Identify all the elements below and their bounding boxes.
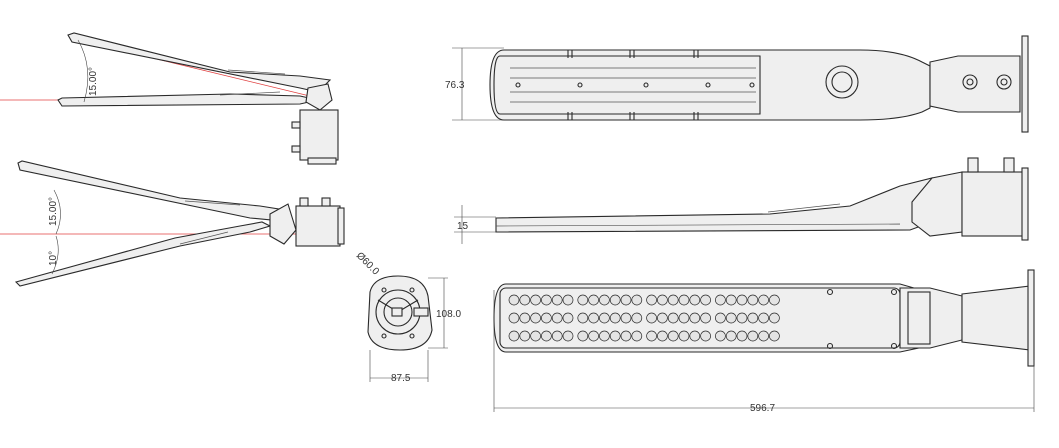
led-lens	[769, 330, 780, 342]
led-lens	[715, 294, 726, 306]
led-lens	[599, 312, 610, 324]
led-lens	[646, 294, 657, 306]
led-lens	[646, 312, 657, 324]
led-lens	[736, 312, 748, 324]
led-lens	[577, 294, 589, 306]
bottom-view: 596.7	[493, 269, 1035, 414]
led-lens	[562, 330, 574, 342]
led-lens	[700, 312, 711, 324]
led-lens	[588, 294, 599, 306]
led-lens	[519, 312, 531, 324]
led-lens	[769, 312, 780, 324]
led-lens	[678, 294, 690, 306]
total-length-label: 596.7	[750, 403, 775, 414]
led-lens	[541, 294, 552, 306]
led-lens	[620, 294, 632, 306]
led-lens	[577, 330, 589, 342]
led-lens	[657, 330, 668, 342]
angle-label-lower-down: 10°	[48, 251, 59, 266]
led-lens	[609, 294, 621, 306]
led-lens	[747, 294, 759, 306]
bracket-width-label: 87.5	[391, 373, 411, 384]
led-lens	[631, 330, 643, 342]
led-lens	[667, 330, 679, 342]
led-lens	[747, 330, 759, 342]
led-lens	[725, 330, 737, 342]
led-lens	[657, 294, 668, 306]
led-lens	[541, 330, 552, 342]
top-view: 76.3	[445, 35, 1029, 133]
led-lens	[609, 312, 621, 324]
bracket-height-label: 108.0	[436, 309, 461, 320]
side-view: 15	[454, 157, 1029, 244]
led-lens	[530, 312, 541, 324]
led-lens	[609, 330, 621, 342]
led-lens	[508, 294, 520, 306]
led-lens	[519, 330, 531, 342]
height-top-label: 76.3	[445, 80, 465, 91]
led-lens	[736, 294, 748, 306]
led-lens	[508, 312, 520, 324]
led-lens	[715, 330, 726, 342]
led-lens	[551, 312, 563, 324]
led-lens	[725, 294, 737, 306]
led-lens	[700, 294, 711, 306]
pipe-diameter-label: Ø60.0	[354, 250, 381, 277]
led-lens	[631, 312, 643, 324]
led-lens	[758, 330, 769, 342]
led-lens	[577, 312, 589, 324]
led-lens	[588, 312, 599, 324]
led-lens	[689, 294, 701, 306]
led-lens	[715, 312, 726, 324]
angle-label-lower-up: 15.00°	[48, 197, 59, 226]
led-lens	[700, 330, 711, 342]
led-lens	[508, 330, 520, 342]
led-lens	[678, 312, 690, 324]
led-lens	[631, 294, 643, 306]
led-lens	[562, 312, 574, 324]
led-lens	[657, 312, 668, 324]
led-lens	[646, 330, 657, 342]
led-lens	[562, 294, 574, 306]
led-lens	[725, 312, 737, 324]
led-lens	[588, 330, 599, 342]
led-lens	[736, 330, 748, 342]
led-lens	[769, 294, 780, 306]
led-lens	[620, 330, 632, 342]
led-lens	[758, 312, 769, 324]
bracket-end-view: Ø60.0 108.0 87.5	[354, 250, 462, 384]
led-lens	[541, 312, 552, 324]
led-lens	[667, 312, 679, 324]
led-lens	[599, 294, 610, 306]
led-lens	[620, 312, 632, 324]
led-lens	[678, 330, 690, 342]
led-array	[508, 294, 780, 342]
thickness-label: 15	[457, 221, 469, 232]
tilt-view-lower: 15.00° 10°	[0, 160, 345, 287]
led-lens	[551, 330, 563, 342]
led-lens	[551, 294, 563, 306]
led-lens	[667, 294, 679, 306]
led-lens	[747, 312, 759, 324]
led-lens	[689, 330, 701, 342]
tilt-view-upper: 15.00°	[0, 32, 339, 165]
led-lens	[530, 330, 541, 342]
led-lens	[599, 330, 610, 342]
led-lens	[689, 312, 701, 324]
angle-label-upper: 15.00°	[88, 67, 99, 96]
led-lens	[530, 294, 541, 306]
led-lens	[519, 294, 531, 306]
led-lens	[758, 294, 769, 306]
